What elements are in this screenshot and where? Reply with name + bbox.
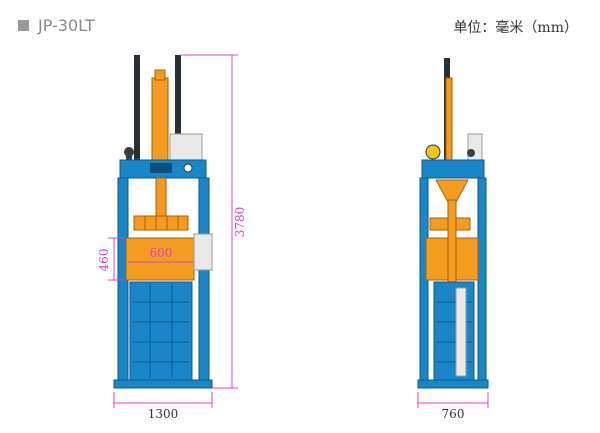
- dim-front-width: 1300: [148, 407, 179, 421]
- pressure-gauge-icon: [183, 163, 193, 173]
- square-bullet-icon: [18, 20, 29, 31]
- header: JP-30LT 单位：毫米（mm）: [0, 0, 600, 50]
- side-control-box: [467, 133, 483, 163]
- front-base: [113, 379, 213, 389]
- unit-label: 单位：毫米（mm）: [453, 20, 578, 36]
- front-left-column: [117, 177, 129, 387]
- side-motor-icon: [425, 144, 441, 160]
- front-side-panel: [193, 233, 213, 271]
- side-top-beam: [421, 159, 485, 179]
- front-cylinder: [151, 77, 169, 167]
- side-left-column: [419, 177, 429, 387]
- side-right-column: [477, 177, 487, 387]
- dim-side-width: 760: [442, 407, 465, 421]
- dim-opening-width: 600: [150, 246, 173, 260]
- front-right-rail: [175, 55, 181, 165]
- front-control-box: [169, 133, 203, 163]
- side-base: [417, 379, 489, 389]
- front-piston-rod: [155, 177, 167, 217]
- side-bale-chamber: [433, 281, 475, 381]
- side-press-head: [435, 179, 469, 203]
- front-bale-chamber: [129, 281, 193, 381]
- model-label: JP-30LT: [18, 16, 95, 35]
- front-right-column: [198, 177, 210, 387]
- side-valve-icon: [467, 149, 475, 157]
- front-press-plate: [133, 215, 189, 231]
- front-left-rail: [134, 55, 140, 165]
- front-nameplate: [150, 163, 172, 173]
- side-panel: [455, 287, 467, 377]
- side-view: [417, 58, 489, 389]
- dim-total-height: 3780: [233, 207, 247, 238]
- front-cylinder-cap: [154, 69, 166, 81]
- front-view: [113, 55, 213, 389]
- dim-chamber-height: 460: [97, 249, 111, 272]
- model-name: JP-30LT: [38, 16, 95, 35]
- dimension-lines: [108, 54, 489, 408]
